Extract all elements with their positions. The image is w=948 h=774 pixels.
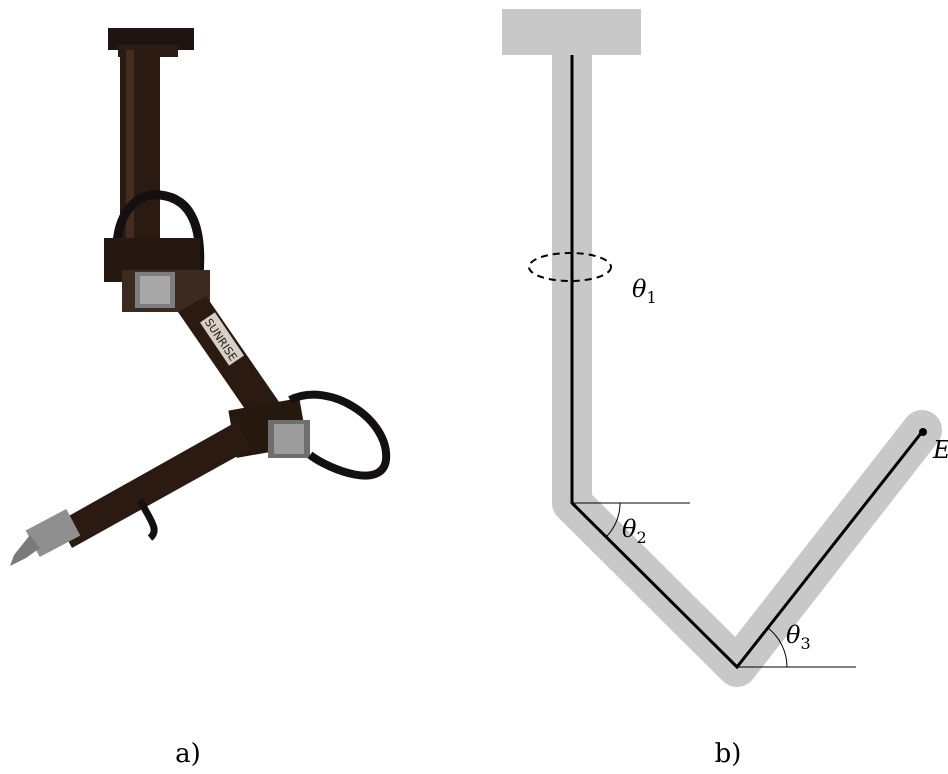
joint2-angle-arc [605,502,621,538]
theta1-label: θ1 [632,275,657,307]
link-shadow [552,35,942,687]
caption-b: b) [715,739,742,769]
end-effector-label: E [932,436,948,464]
end-effector-point [919,428,927,436]
theta3-label: θ3 [786,621,811,653]
robot-forearm [58,422,252,548]
caption-a: a) [175,739,201,769]
robot-tool-tip [10,535,40,566]
theta2-label: θ2 [622,515,647,547]
robot-wrist [25,508,81,558]
robot-arm-illustration: SUNRISE [10,28,391,566]
elbow-cable [288,390,391,480]
schematic: E θ1 θ2 θ3 [502,9,948,687]
joint3-angle-arc [767,627,788,668]
joint1-rotation-ellipse [528,252,612,282]
robot-mount [108,28,194,50]
link-skeleton [570,55,924,670]
